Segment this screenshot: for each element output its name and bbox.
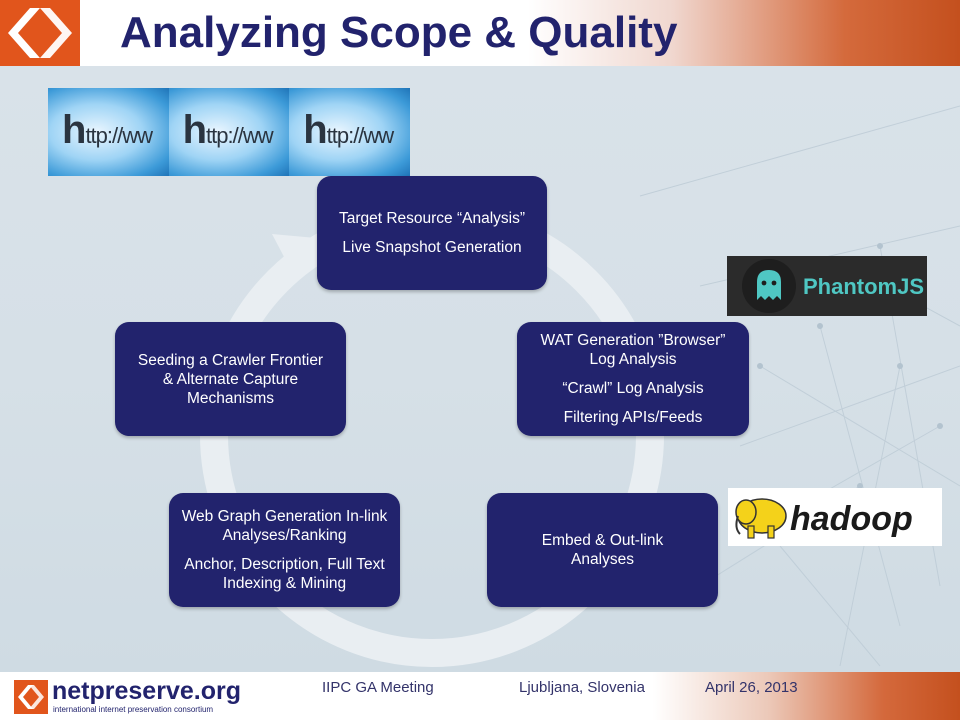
- footer-date: April 26, 2013: [705, 679, 798, 696]
- node-text: Embed & Out-link Analyses: [541, 532, 664, 568]
- brackets-icon: [8, 8, 72, 58]
- node-text: WAT Generation ”Browser” Log Analysis: [540, 332, 726, 368]
- http-images: http://ww http://ww http://ww: [48, 88, 410, 176]
- phantomjs-logo: PhantomJS: [727, 256, 927, 316]
- node-text: Seeding a Crawler Frontier & Alternate C…: [137, 351, 324, 407]
- node-target-resource: Target Resource “Analysis” Live Snapshot…: [317, 176, 547, 290]
- footer-bar: [0, 672, 960, 720]
- cycle-arrowhead-icon: [272, 234, 316, 272]
- node-wat-generation: WAT Generation ”Browser” Log Analysis “C…: [517, 322, 749, 436]
- hadoop-logo: hadoop: [728, 488, 942, 546]
- footer-location: Ljubljana, Slovenia: [519, 679, 645, 696]
- netpreserve-logo-icon: [14, 680, 48, 714]
- node-text: Web Graph Generation In-link Analyses/Ra…: [181, 508, 388, 544]
- node-text: Filtering APIs/Feeds: [563, 409, 703, 426]
- node-web-graph: Web Graph Generation In-link Analyses/Ra…: [169, 493, 400, 607]
- http-image: http://ww: [289, 88, 410, 176]
- node-text: Live Snapshot Generation: [342, 239, 522, 256]
- http-image: http://ww: [48, 88, 169, 176]
- node-text: Target Resource “Analysis”: [338, 210, 526, 227]
- header-bar: [0, 0, 960, 66]
- page-title: Analyzing Scope & Quality: [120, 8, 678, 57]
- iipc-logo: [0, 0, 80, 66]
- node-embed-outlink: Embed & Out-link Analyses: [487, 493, 718, 607]
- node-seeding-crawler: Seeding a Crawler Frontier & Alternate C…: [115, 322, 346, 436]
- svg-text:PhantomJS: PhantomJS: [803, 274, 924, 299]
- footer-brand-sub: international internet preservation cons…: [53, 705, 214, 714]
- node-text: Anchor, Description, Full Text Indexing …: [184, 556, 385, 592]
- footer-meeting: IIPC GA Meeting: [322, 679, 434, 696]
- footer-brand: netpreserve.org: [52, 677, 241, 705]
- svg-text:hadoop: hadoop: [790, 500, 913, 538]
- http-image: http://ww: [168, 88, 290, 176]
- node-text: “Crawl” Log Analysis: [562, 380, 704, 397]
